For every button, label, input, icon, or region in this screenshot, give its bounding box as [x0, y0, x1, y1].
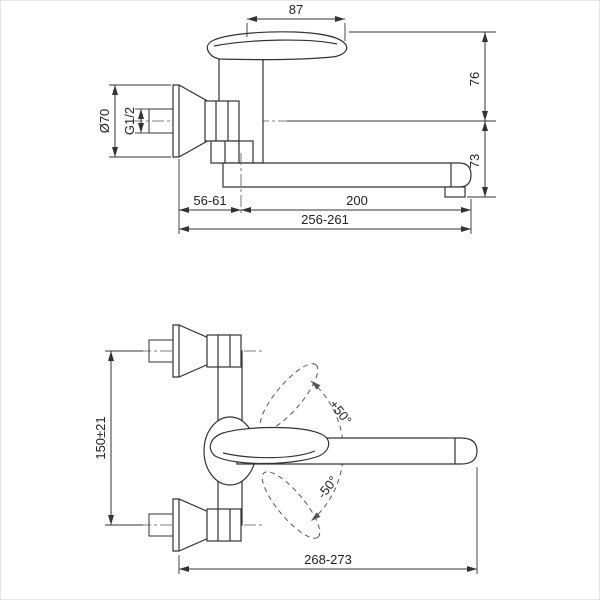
- side-view: 87 76 73 Ø70 G1/2: [97, 2, 496, 234]
- handle-detail-front: [222, 450, 316, 459]
- dim-height-upper: 76: [287, 31, 496, 122]
- swing-arc: [310, 380, 344, 522]
- dim-connection-spacing: 150±21: [93, 350, 143, 526]
- handle-front: [209, 426, 330, 465]
- dim-label-d70: Ø70: [97, 109, 112, 134]
- handle-detail-line: [213, 39, 338, 47]
- spout-down-phantom: [261, 471, 321, 539]
- dim-label-256-261: 256-261: [301, 212, 349, 227]
- top-wall-connection: [139, 324, 263, 378]
- dim-label-76: 76: [467, 72, 482, 86]
- dim-label-87: 87: [289, 2, 303, 17]
- union-nut-side: [204, 100, 240, 142]
- dim-label-minus50: -50°: [314, 473, 341, 501]
- top-union-nut: [206, 334, 242, 368]
- dim-handle-length: 87: [246, 2, 346, 41]
- dim-spout-reach: 200: [241, 193, 471, 213]
- spout-up-phantom: [259, 363, 319, 431]
- dim-height-lower: 73: [467, 121, 496, 198]
- dim-wall-offset: 56-61: [178, 159, 472, 234]
- dim-overall-depth: 256-261: [179, 212, 471, 232]
- swivel-nut-side: [210, 140, 254, 164]
- dim-label-56-61: 56-61: [193, 193, 226, 208]
- bottom-union-nut: [206, 508, 242, 542]
- spout-side: [222, 162, 472, 188]
- dim-thread-size: G1/2: [122, 107, 149, 135]
- aerator-side: [444, 186, 466, 198]
- dim-overall-width: 268-273: [178, 467, 478, 574]
- dim-label-200: 200: [346, 193, 368, 208]
- dim-label-150: 150±21: [93, 416, 108, 459]
- dim-label-268-273: 268-273: [304, 552, 352, 567]
- bottom-wall-connection: [139, 498, 263, 552]
- handle-side: [206, 31, 348, 61]
- dim-label-73: 73: [467, 154, 482, 168]
- dim-label-plus50: +50°: [326, 397, 355, 428]
- dim-escutcheon-diameter: Ø70: [97, 84, 171, 158]
- dim-label-g12: G1/2: [122, 107, 137, 135]
- front-view: +50° -50°: [93, 324, 478, 574]
